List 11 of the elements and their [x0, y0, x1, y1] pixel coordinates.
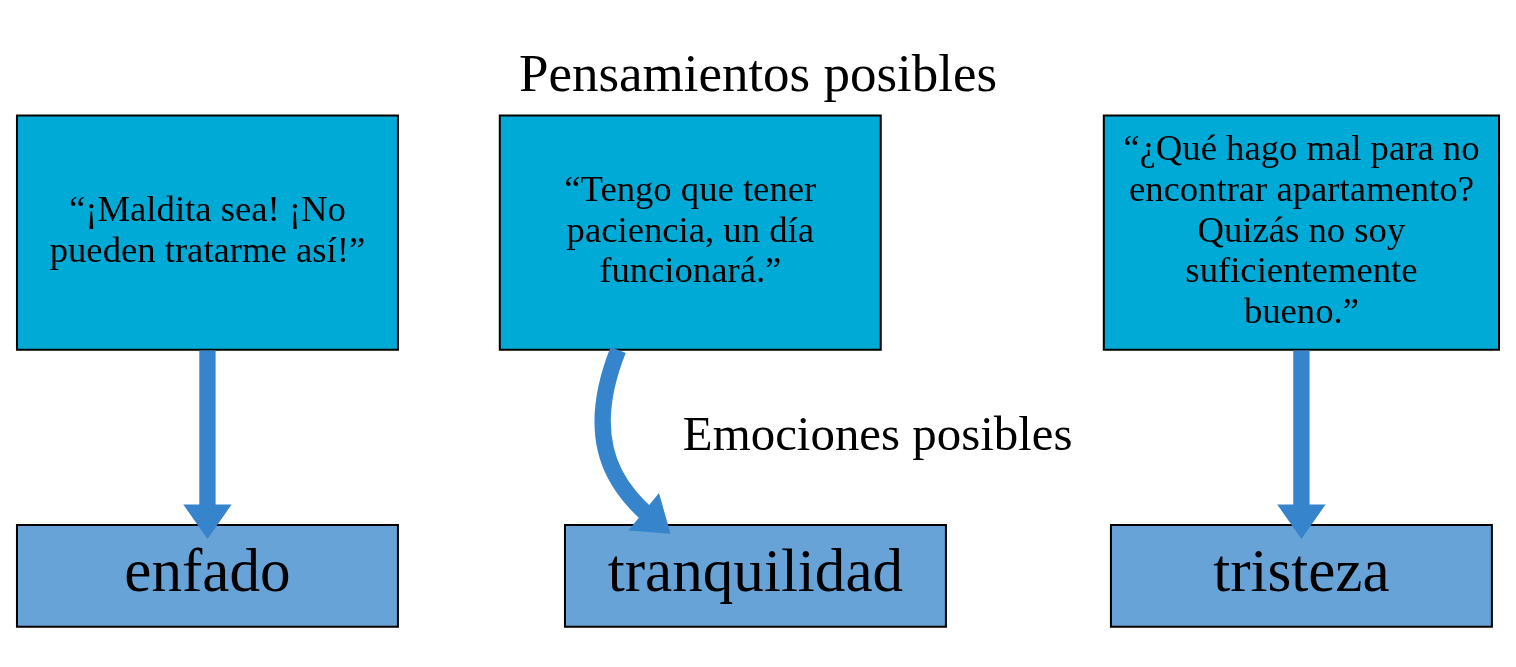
arrow	[183, 350, 232, 539]
node-box: “Tengo que tener paciencia, un día funcionará.”	[498, 114, 882, 351]
node-box: tranquilidad	[563, 523, 947, 628]
node-box: “¿Qué hago mal para no encontrar apartamento? Quizás no soy suficientemente bueno.”	[1102, 114, 1501, 351]
node-box: enfado	[15, 523, 399, 628]
diagram-title: Pensamientos posibles	[518, 43, 998, 102]
arrow	[1277, 350, 1326, 539]
node-box: tristeza	[1109, 523, 1493, 628]
node-box: “¡Maldita sea! ¡No pueden tratarme así!”	[15, 114, 399, 351]
label: Emociones posibles	[682, 406, 1073, 462]
arrow	[594, 347, 671, 534]
